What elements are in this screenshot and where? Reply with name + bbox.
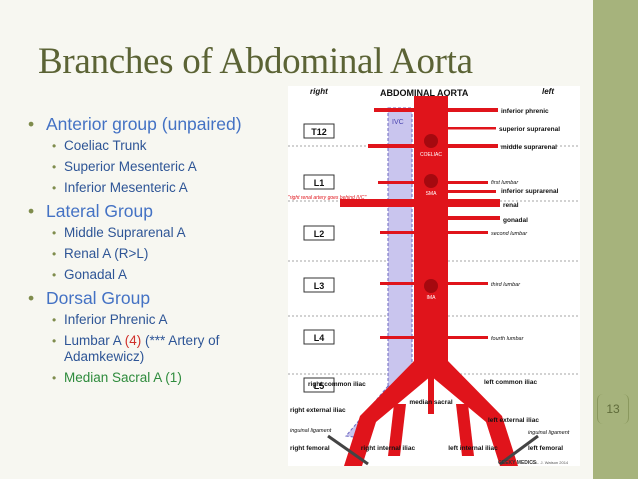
branch-middle-suprarenal [448,144,498,148]
branch-inferior-phrenic [448,108,498,112]
bullet-inferior-phrenic: Inferior Phrenic A [26,312,288,328]
ima-origin [424,279,438,293]
coeliac-label: COELIAC [420,152,442,158]
label-right-common-iliac: right common iliac [308,381,366,388]
branch-first-lumbar [448,181,488,184]
credit-text: © L. J. Watson 2014 [532,460,569,465]
label-left-external-iliac: left external iliac [488,417,539,424]
bullet-median-sacral: Median Sacral A (1) [26,370,288,386]
median-sacral-artery [428,374,434,414]
sma-label: SMA [426,191,438,197]
bullet-dorsal-group: Dorsal Group [26,289,288,307]
renal-note: "right renal artery goes behind IVC" [288,195,367,201]
branch-second-lumbar [448,231,488,234]
label-left-internal-iliac: left internal iliac [448,445,498,452]
ivc-vessel [388,108,412,388]
page-number: 13 [597,394,629,424]
bullet-middle-suprarenal: Middle Suprarenal A [26,225,288,241]
vertebra-l4: L4 [314,333,325,343]
label-median-sacral: median sacral [409,399,453,406]
bullet-list: Anterior group (unpaired) Coeliac Trunk … [26,109,288,386]
bullet-renal: Renal A (R>L) [26,246,288,262]
branch-gonadal [448,216,500,220]
label-renal: renal [503,202,519,209]
branch-third-lumbar-right [380,282,414,285]
side-left-label: left [542,87,554,96]
aorta-diagram: T12 L1 L2 L3 L4 L5 IVC [288,86,580,466]
label-left-common-iliac: left common iliac [484,379,537,386]
bullet-lumbar: Lumbar A (4) (*** Artery of Adamkewicz) [26,333,288,365]
label-right-external-iliac: right external iliac [290,407,346,414]
vertebra-t12: T12 [311,127,327,137]
label-inguinal-ligament-right: inguinal ligament [290,428,332,434]
side-right-label: right [310,87,328,96]
label-second-lumbar: second lumbar [491,231,528,237]
label-fourth-lumbar: fourth lumbar [491,336,525,342]
aorta-diagram-svg: T12 L1 L2 L3 L4 L5 IVC [288,86,580,466]
bullet-anterior-group: Anterior group (unpaired) [26,115,288,133]
sma-origin [424,174,438,188]
lumbar-count: (4) [125,333,142,348]
coeliac-origin [424,134,438,148]
bullet-inferior-mesenteric: Inferior Mesenteric A [26,180,288,196]
label-inguinal-ligament-left: inguinal ligament [528,430,570,436]
diagram-title: ABDOMINAL AORTA [380,88,469,98]
ima-label: IMA [427,295,437,301]
vertebra-l2: L2 [314,229,325,239]
branch-third-lumbar [448,282,488,285]
label-gonadal: gonadal [503,217,528,224]
label-right-femoral: right femoral [290,445,330,452]
branch-fourth-lumbar [448,336,488,339]
label-third-lumbar: third lumbar [491,282,521,288]
label-middle-suprarenal: middle suprarenal [501,144,557,151]
bullet-superior-mesenteric: Superior Mesenteric A [26,159,288,175]
vertebra-l1: L1 [314,178,325,188]
branch-inferior-phrenic-right [374,108,414,112]
bullet-gonadal: Gonadal A [26,267,288,283]
ivc-label: IVC [392,119,404,126]
branch-middle-suprarenal-right [368,144,414,148]
bullet-coeliac-trunk: Coeliac Trunk [26,138,288,154]
branch-superior-suprarenal [448,127,496,130]
bullet-lateral-group: Lateral Group [26,202,288,220]
branch-renal-left [448,199,500,207]
branch-second-lumbar-right [380,231,414,234]
slide-title: Branches of Abdominal Aorta [38,40,473,83]
label-inferior-suprarenal: inferior suprarenal [501,188,559,195]
branch-fourth-lumbar-right [380,336,414,339]
branch-inferior-suprarenal [448,190,496,193]
label-first-lumbar: first lumbar [491,180,519,186]
label-left-femoral: left femoral [528,445,563,452]
branch-first-lumbar-right [378,181,414,184]
label-inferior-phrenic: inferior phrenic [501,108,549,115]
label-superior-suprarenal: superior suprarenal [499,126,560,133]
label-right-internal-iliac: right internal iliac [361,445,416,452]
vertebra-l3: L3 [314,281,325,291]
lumbar-text: Lumbar A [64,333,125,348]
